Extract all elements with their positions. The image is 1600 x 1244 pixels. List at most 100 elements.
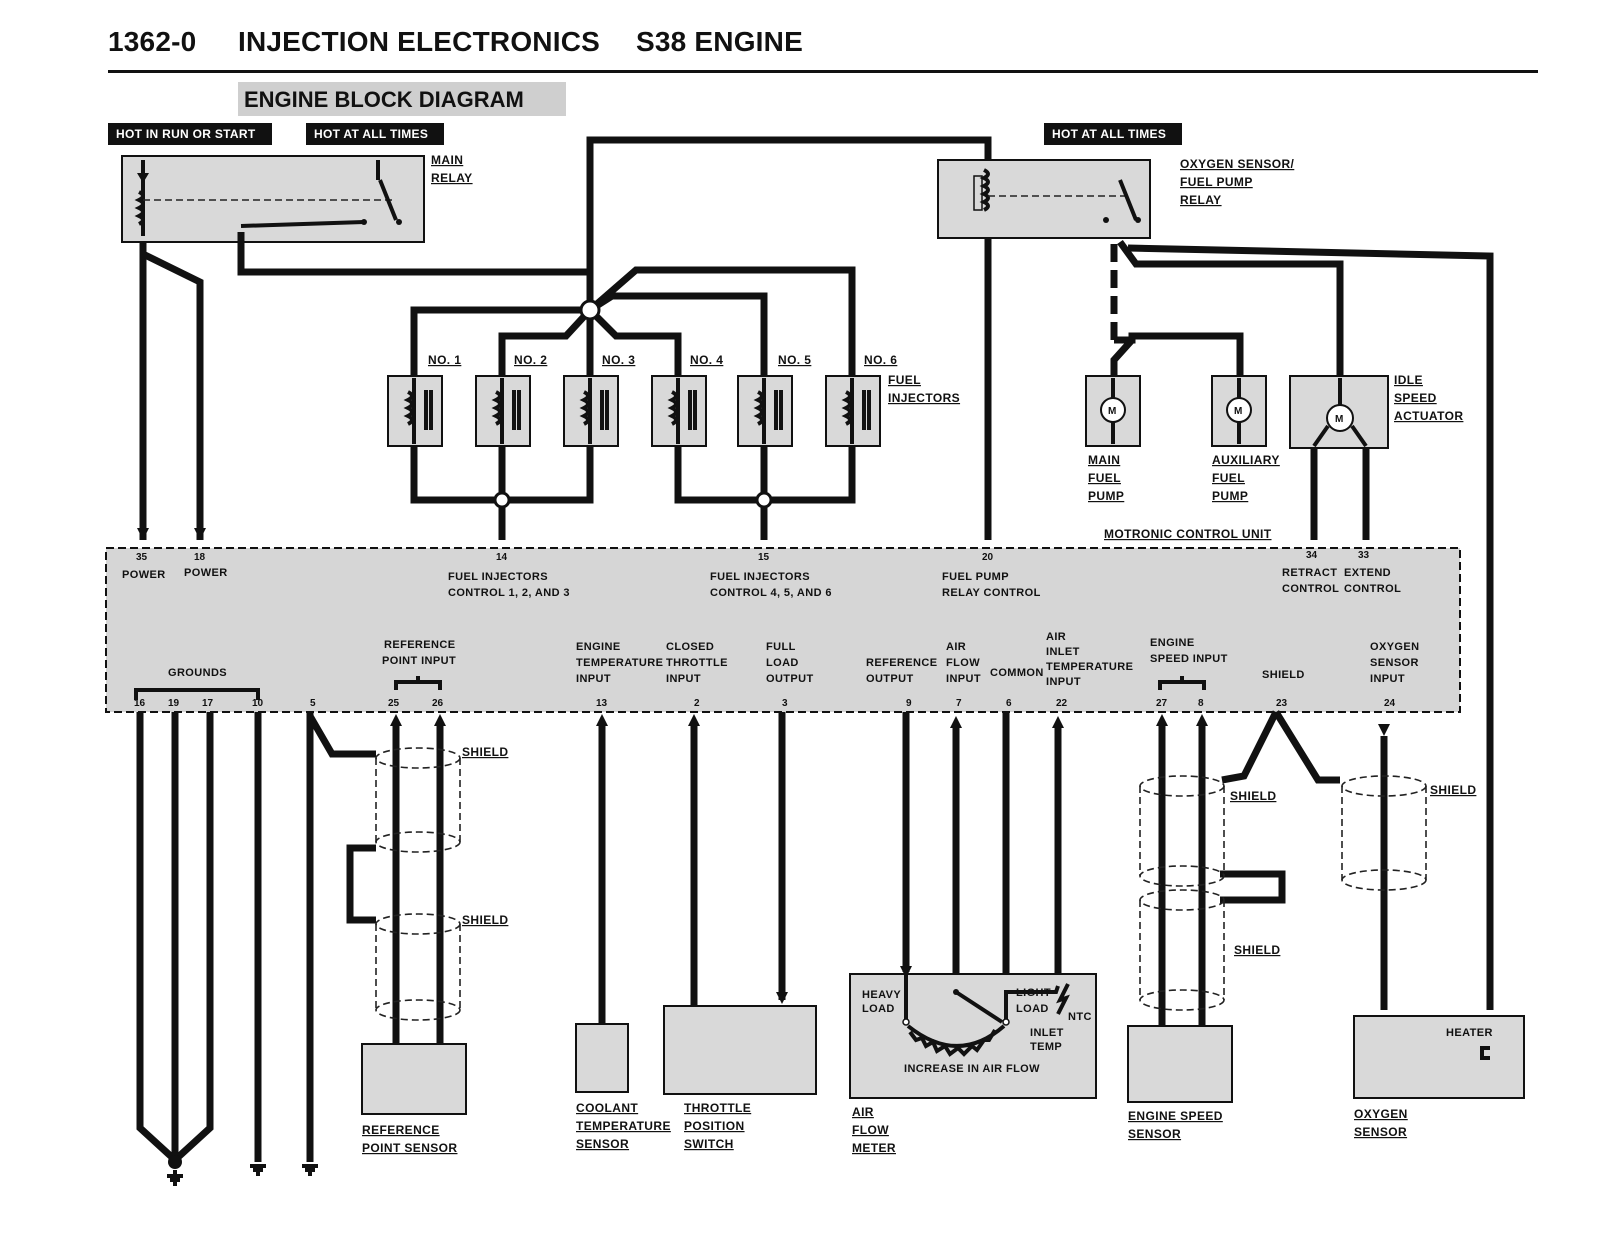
lower-wiring [136,710,1390,1186]
shield-oxygen [1341,775,1427,891]
afm-heavy-2: LOAD [862,1003,895,1015]
injector-label-3: NO. 3 [602,353,635,367]
ecu-common: COMMON [990,667,1044,679]
ecu-pin-3: 3 [782,698,788,709]
ecu-pin-9: 9 [906,698,912,709]
ref-point-bracket [394,676,442,690]
injectors-caption-2: INJECTORS [888,391,960,405]
ecu-ref-point-1: REFERENCE [384,639,455,651]
section-number: 1362-0 [108,26,197,57]
ecu-air-flow-1: AIR [946,641,966,653]
idle-actuator-label-2: SPEED [1394,391,1437,405]
ecu-full-load-2: LOAD [766,657,799,669]
section-title: INJECTION ELECTRONICS [238,26,601,57]
ecu-air-flow-3: INPUT [946,673,981,685]
ecu-pin-20: 20 [982,552,994,563]
ecu-pin-13: 13 [596,698,608,709]
fuel-injector-no3 [563,375,619,447]
ecu-eng-temp-2: TEMPERATURE [576,657,663,669]
fuel-injector-no1 [387,375,443,447]
ref-sensor-label-2: POINT SENSOR [362,1141,457,1155]
idle-actuator-label-3: ACTUATOR [1394,409,1463,423]
afm-inlet-1: INLET [1030,1027,1064,1039]
ecu-label-34-1: RETRACT [1282,567,1337,579]
ecu-pin-7: 7 [956,698,962,709]
throttle-label-1: THROTTLE [684,1101,751,1115]
ecu-label-14-1: FUEL INJECTORS [448,571,548,583]
ecu-ref-out-1: REFERENCE [866,657,937,669]
diagram-title: ENGINE BLOCK DIAGRAM [244,87,524,112]
ecu-eng-speed-2: SPEED INPUT [1150,653,1228,665]
injector-label-1: NO. 1 [428,353,461,367]
ecu-pin-25: 25 [388,698,400,709]
throttle-label-2: POSITION [684,1119,745,1133]
ecu-ref-point-2: POINT INPUT [382,655,456,667]
motronic-control-unit [105,547,1461,713]
ecu-pin-22: 22 [1056,698,1068,709]
coolant-label-2: TEMPERATURE [576,1119,671,1133]
injectors-caption-1: FUEL [888,373,921,387]
oxygen-fuel-pump-relay [937,159,1151,239]
throttle-position-switch [663,1005,817,1095]
main-pump-label-1: MAIN [1088,453,1120,467]
page-header: 1362-0 INJECTION ELECTRONICS S38 ENGINE [108,26,1538,76]
afm-light-2: LOAD [1016,1003,1049,1015]
coolant-label-1: COOLANT [576,1101,638,1115]
fuel-injector-no6 [825,375,881,447]
ecu-ref-out-2: OUTPUT [866,673,914,685]
shield-label-4: SHIELD [1234,943,1280,957]
wiring [137,136,1494,1010]
aux-pump-label-2: FUEL [1212,471,1245,485]
ecu-grounds-label: GROUNDS [168,667,227,679]
header-rule [108,70,1538,73]
ecu-label-34-2: CONTROL [1282,583,1339,595]
idle-actuator-motor-symbol: M [1335,414,1343,425]
ecu-pin-10: 10 [252,698,264,709]
afm-light-1: LIGHT [1016,987,1051,999]
shield-label-2: SHIELD [462,913,508,927]
oxygen-sensor-label-2: SENSOR [1354,1125,1407,1139]
fuel-injector-no5 [737,375,793,447]
main-relay-label-1: MAIN [431,153,463,167]
ecu-eng-temp-1: ENGINE [576,641,621,653]
afm-heavy-1: HEAVY [862,989,901,1001]
afm-label-3: METER [852,1141,896,1155]
grounds-bracket [134,688,260,700]
ecu-pin-35: 35 [136,552,148,563]
ecu-pin-34: 34 [1306,550,1318,561]
shield-label-5: SHIELD [1430,783,1476,797]
ecu-label-20-2: RELAY CONTROL [942,587,1041,599]
ecu-closed-thr-1: CLOSED [666,641,714,653]
oxygen-relay-label-1: OXYGEN SENSOR/ [1180,157,1295,171]
ecu-air-inlet-3: TEMPERATURE [1046,661,1133,673]
ecu-air-inlet-4: INPUT [1046,676,1081,688]
ecu-label-33-2: CONTROL [1344,583,1401,595]
heater-label: HEATER [1446,1027,1493,1039]
ecu-air-inlet-2: INLET [1046,646,1080,658]
afm-inlet-2: TEMP [1030,1041,1062,1053]
coolant-temperature-sensor [575,1023,629,1093]
main-pump-label-2: FUEL [1088,471,1121,485]
oxygen-sensor-label-1: OXYGEN [1354,1107,1408,1121]
ecu-pin-19: 19 [168,698,180,709]
tag-hot-all-times-1-bg [306,123,444,145]
ecu-pin-27: 27 [1156,698,1168,709]
ecu-label-20-1: FUEL PUMP [942,571,1009,583]
ecu-oxygen-3: INPUT [1370,673,1405,685]
ecu-pin-15: 15 [758,552,770,563]
engine-label: S38 ENGINE [636,26,803,57]
main-relay [121,155,425,243]
ecu-pin-17: 17 [202,698,214,709]
auxiliary-fuel-pump: M [1211,375,1267,447]
ecu-eng-temp-3: INPUT [576,673,611,685]
aux-pump-motor-symbol: M [1234,406,1242,417]
ecu-full-load-3: OUTPUT [766,673,814,685]
ecu-air-flow-2: FLOW [946,657,980,669]
main-pump-label-3: PUMP [1088,489,1124,503]
fuel-injector-no2 [475,375,531,447]
ecu-closed-thr-3: INPUT [666,673,701,685]
shield-speed-upper [1139,775,1225,887]
ecu-name: MOTRONIC CONTROL UNIT [1104,527,1272,541]
engine-speed-sensor [1127,1025,1233,1103]
shield-reference-lower [375,913,461,1021]
